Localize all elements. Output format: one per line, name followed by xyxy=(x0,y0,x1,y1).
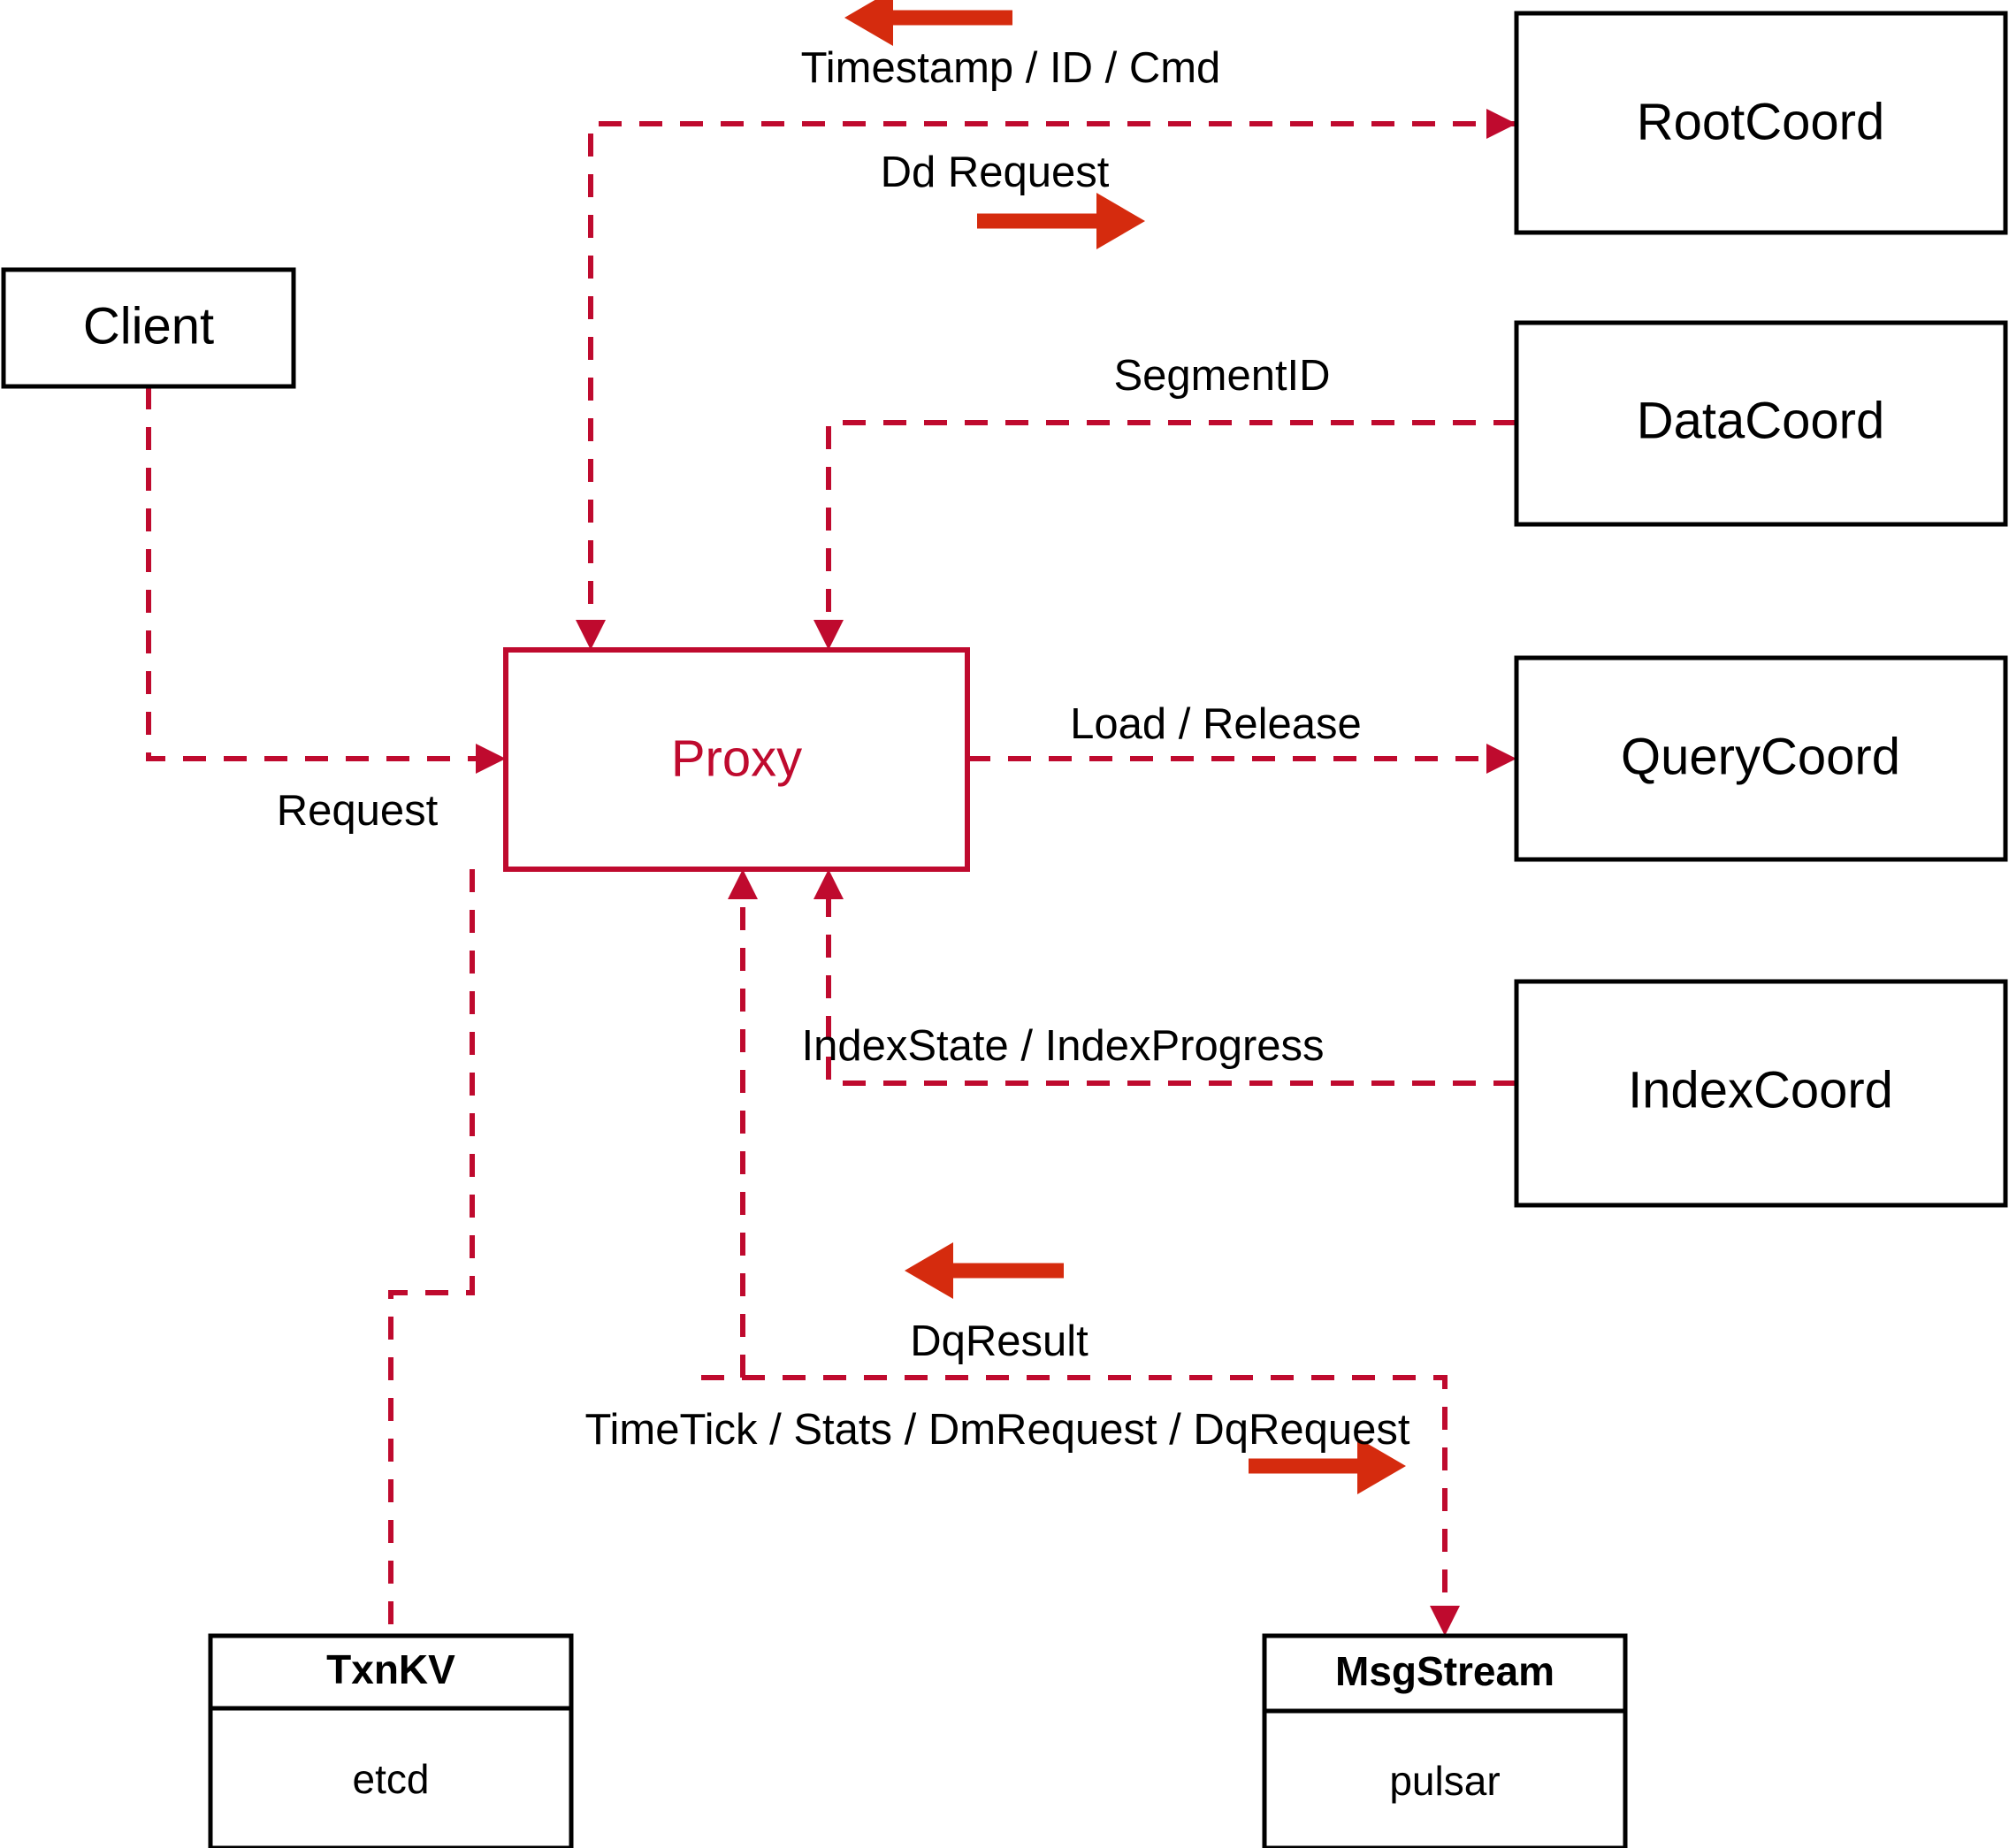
arrowhead-msgstream-to-proxy xyxy=(728,869,758,899)
arrowhead-client-to-proxy xyxy=(476,744,506,774)
edge-datacoord-to-proxy xyxy=(814,420,1516,650)
node-msgstream-box[interactable] xyxy=(1262,1633,1628,1848)
node-client-box[interactable] xyxy=(1,267,296,389)
node-msgstream-body-label: pulsar xyxy=(1389,1758,1500,1804)
dqrequest-direction-arrow-icon xyxy=(1249,1438,1406,1494)
edge-path-rootcoord-to-proxy xyxy=(588,121,1516,636)
edge-label-timetick-stats-dmrequest-dqrequest: TimeTick / Stats / DmRequest / DqRequest xyxy=(584,1406,1409,1454)
node-txnkv[interactable]: TxnKV etcd xyxy=(208,1633,574,1848)
timestamp-direction-arrow-icon xyxy=(844,0,1012,46)
edge-label-request: Request xyxy=(277,787,439,835)
arrowhead-indexcoord-to-proxy xyxy=(814,869,844,899)
edge-proxy-to-msgstream xyxy=(701,1375,1460,1636)
node-datacoord-label: DataCoord xyxy=(1637,392,1884,449)
node-rootcoord[interactable]: RootCoord xyxy=(1514,11,2008,235)
arrowhead-proxy-to-msgstream xyxy=(1430,1606,1460,1636)
node-indexcoord-label: IndexCoord xyxy=(1628,1061,1893,1119)
edge-path-datacoord-to-proxy xyxy=(826,420,1516,636)
edge-rootcoord-to-proxy xyxy=(576,109,1516,650)
edge-path-client-to-proxy xyxy=(146,386,492,761)
node-proxy-box[interactable] xyxy=(503,647,970,872)
node-rootcoord-box[interactable] xyxy=(1514,11,2008,235)
arrowhead-proxy-to-querycoord xyxy=(1486,744,1516,774)
node-txnkv-box[interactable] xyxy=(208,1633,574,1848)
edge-proxy-to-txnkv xyxy=(388,869,475,1636)
node-datacoord-box[interactable] xyxy=(1514,320,2008,527)
edge-label-indexstate-indexprogress: IndexState / IndexProgress xyxy=(801,1022,1324,1070)
edge-label-dqresult: DqResult xyxy=(910,1317,1089,1365)
node-client-label: Client xyxy=(83,297,214,355)
edge-proxy-to-querycoord xyxy=(967,744,1516,774)
edge-path-indexcoord-to-proxy xyxy=(826,883,1516,1086)
node-proxy-label: Proxy xyxy=(671,729,802,787)
node-indexcoord-box[interactable] xyxy=(1514,979,2008,1208)
dd-request-direction-arrow-icon xyxy=(977,193,1145,249)
node-txnkv-body-label: etcd xyxy=(353,1756,430,1802)
edge-label-load-release: Load / Release xyxy=(1070,700,1362,748)
node-msgstream[interactable]: MsgStream pulsar xyxy=(1262,1633,1628,1848)
arrowhead-into-rootcoord xyxy=(1486,109,1516,139)
node-indexcoord[interactable]: IndexCoord xyxy=(1514,979,2008,1208)
node-querycoord[interactable]: QueryCoord xyxy=(1514,655,2008,862)
edge-msgstream-to-proxy xyxy=(728,869,758,1378)
edge-indexcoord-to-proxy xyxy=(814,869,1516,1086)
node-rootcoord-label: RootCoord xyxy=(1637,93,1884,150)
node-msgstream-header-label: MsgStream xyxy=(1335,1648,1554,1694)
edge-path-proxy-to-msgstream xyxy=(701,1375,1448,1622)
node-proxy[interactable]: Proxy xyxy=(503,647,970,872)
edge-path-proxy-to-txnkv xyxy=(388,869,475,1636)
edge-client-to-proxy xyxy=(146,386,506,774)
edge-label-timestamp-id-cmd: Timestamp / ID / Cmd xyxy=(801,44,1221,92)
node-client[interactable]: Client xyxy=(1,267,296,389)
node-querycoord-label: QueryCoord xyxy=(1621,728,1900,785)
arrowhead-datacoord-to-proxy xyxy=(814,620,844,650)
node-querycoord-box[interactable] xyxy=(1514,655,2008,862)
dqresult-direction-arrow-icon xyxy=(905,1242,1064,1299)
arrowhead-rootcoord-to-proxy xyxy=(576,620,606,650)
node-txnkv-header-label: TxnKV xyxy=(326,1646,455,1692)
node-datacoord[interactable]: DataCoord xyxy=(1514,320,2008,527)
edge-label-segmentid: SegmentID xyxy=(1113,352,1330,400)
edge-label-dd-request: Dd Request xyxy=(881,149,1110,196)
